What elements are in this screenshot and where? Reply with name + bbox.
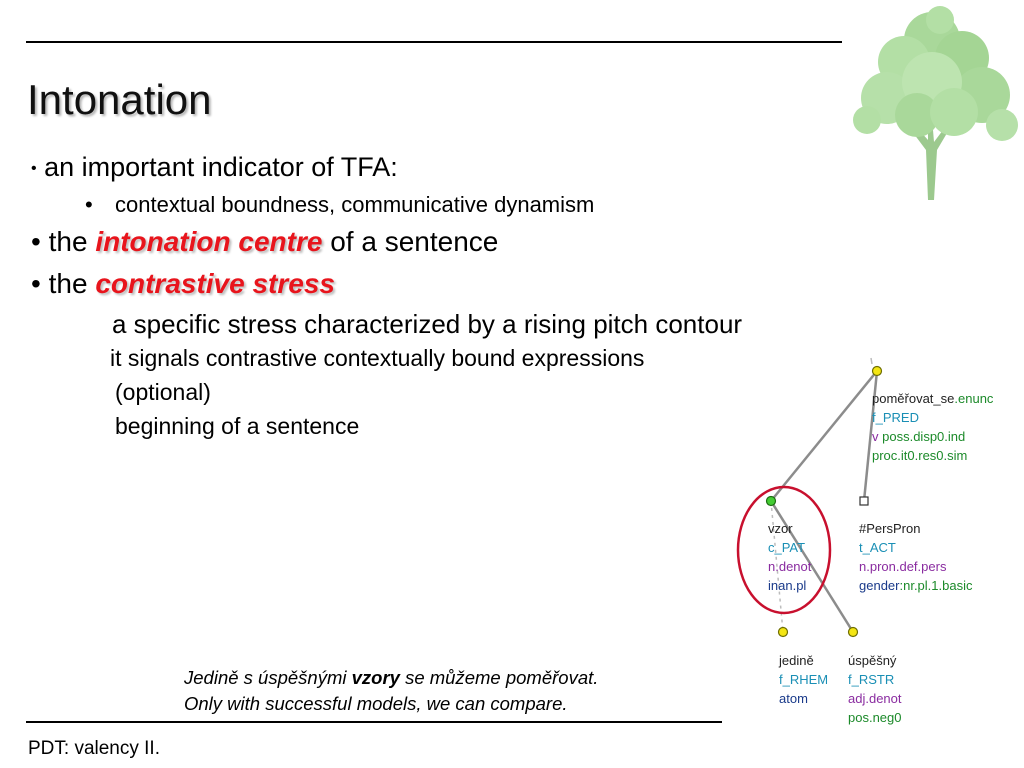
bullet-marker: • bbox=[31, 268, 41, 299]
highlight-ellipse bbox=[736, 485, 832, 615]
edge-vzor-uspesny bbox=[769, 500, 855, 633]
slide-title: Intonation bbox=[27, 76, 212, 123]
caption-czech-bold: vzory bbox=[351, 667, 400, 688]
node-label-pomerovat: poměřovat_se.enunc f_PRED v poss.disp0.i… bbox=[872, 391, 994, 463]
caption-english: Only with successful models, we can comp… bbox=[184, 693, 568, 714]
bullet-tfa-indicator: • an important indicator of TFA: bbox=[31, 152, 398, 183]
bullet-prefix: the bbox=[48, 268, 88, 299]
node-dot-uspesny bbox=[847, 626, 859, 638]
bullet-intonation-centre: • the intonation centre of a sentence bbox=[31, 226, 498, 258]
highlight-intonation-centre: intonation centre bbox=[95, 226, 323, 257]
detail-signals-contrastive: it signals contrastive contextually boun… bbox=[110, 345, 645, 371]
top-rule bbox=[26, 41, 842, 43]
bottom-rule bbox=[26, 721, 722, 723]
node-dot-vzor bbox=[765, 495, 777, 507]
detail-rising-pitch: a specific stress characterized by a ris… bbox=[112, 309, 743, 339]
edge-root-vzor bbox=[770, 370, 878, 502]
sub-bullet-marker: • bbox=[85, 192, 93, 217]
node-label-jedine: jedině f_RHEM atom bbox=[779, 653, 829, 706]
node-dot-perspron bbox=[859, 496, 869, 506]
edge-root-perspron bbox=[862, 370, 879, 502]
footer-text: PDT: valency II. bbox=[28, 738, 160, 759]
bullet-contrastive-stress: • the contrastive stress bbox=[31, 268, 335, 300]
tree-illustration bbox=[853, 6, 1018, 200]
node-dot-root bbox=[871, 365, 883, 377]
root-stub bbox=[870, 357, 873, 365]
detail-beginning: beginning of a sentence bbox=[115, 413, 360, 439]
sub-bullet-contextual: • contextual boundness, communicative dyn… bbox=[85, 192, 594, 218]
sub-bullet-text: contextual boundness, communicative dyna… bbox=[115, 192, 595, 217]
bullet-marker: • bbox=[31, 226, 41, 257]
node-dot-jedine bbox=[777, 626, 789, 638]
node-label-uspesny: úspěšný f_RSTR adj.denot pos.neg0 bbox=[848, 653, 902, 725]
highlight-contrastive-stress: contrastive stress bbox=[95, 268, 335, 299]
bullet-suffix: of a sentence bbox=[330, 226, 499, 257]
detail-optional: (optional) bbox=[115, 379, 211, 405]
edge-vzor-jedine bbox=[770, 500, 784, 633]
node-label-vzor: vzor c_PAT n.denot inan.pl bbox=[768, 521, 812, 593]
node-label-perspron: #PersPron t_ACT n.pron.def.pers gender:n… bbox=[859, 521, 973, 593]
caption-czech-start: Jedině s úspěšnými bbox=[184, 667, 347, 688]
bullet-prefix: the bbox=[48, 226, 88, 257]
example-caption: Jedině s úspěšnými vzory se můžeme poměř… bbox=[184, 665, 598, 717]
bullet-marker: • bbox=[31, 160, 37, 177]
caption-czech-end: se můžeme poměřovat. bbox=[405, 667, 599, 688]
bullet-text: an important indicator of TFA: bbox=[44, 152, 398, 182]
